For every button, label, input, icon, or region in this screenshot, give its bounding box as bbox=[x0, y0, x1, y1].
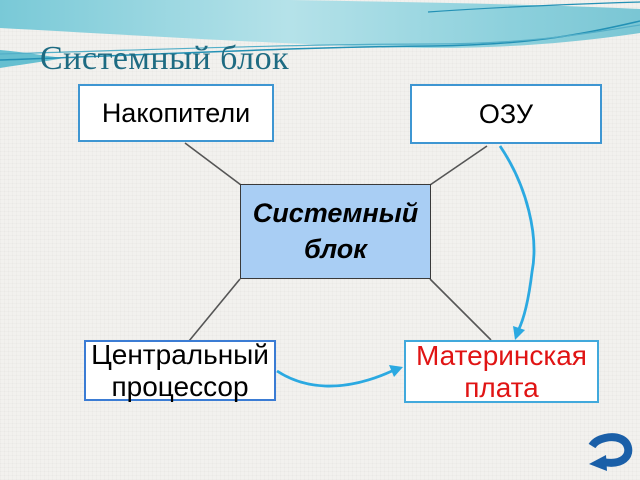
node-system-block-label: Системный блок bbox=[252, 198, 419, 264]
connector-nakopiteli-center bbox=[184, 142, 242, 186]
node-motherboard-label: Материнская плата bbox=[416, 340, 587, 403]
nav-return-button[interactable] bbox=[583, 432, 635, 474]
node-ozu: ОЗУ bbox=[410, 84, 602, 144]
node-motherboard: Материнская плата bbox=[404, 340, 599, 403]
arrowhead-ozu-to-motherboard bbox=[513, 326, 525, 340]
node-nakopiteli: Накопители bbox=[78, 84, 274, 142]
arrowhead-cpu-to-motherboard bbox=[389, 365, 403, 377]
node-cpu-label: Центральный процессор bbox=[91, 339, 269, 402]
return-arrow-icon bbox=[588, 433, 633, 471]
arrow-cpu-to-motherboard bbox=[276, 369, 393, 388]
node-system-block: Системный блок bbox=[240, 184, 431, 279]
node-nakopiteli-label: Накопители bbox=[101, 97, 251, 128]
connector-center-cpu bbox=[188, 278, 241, 342]
page-title: Системный блок bbox=[40, 40, 290, 77]
header-wave-decoration bbox=[0, 0, 640, 68]
node-cpu: Центральный процессор bbox=[84, 339, 276, 402]
node-ozu-label: ОЗУ bbox=[478, 98, 534, 129]
connector-ozu-center bbox=[429, 145, 488, 186]
arrow-ozu-to-motherboard bbox=[498, 145, 536, 332]
connector-center-motherboard bbox=[429, 278, 492, 341]
